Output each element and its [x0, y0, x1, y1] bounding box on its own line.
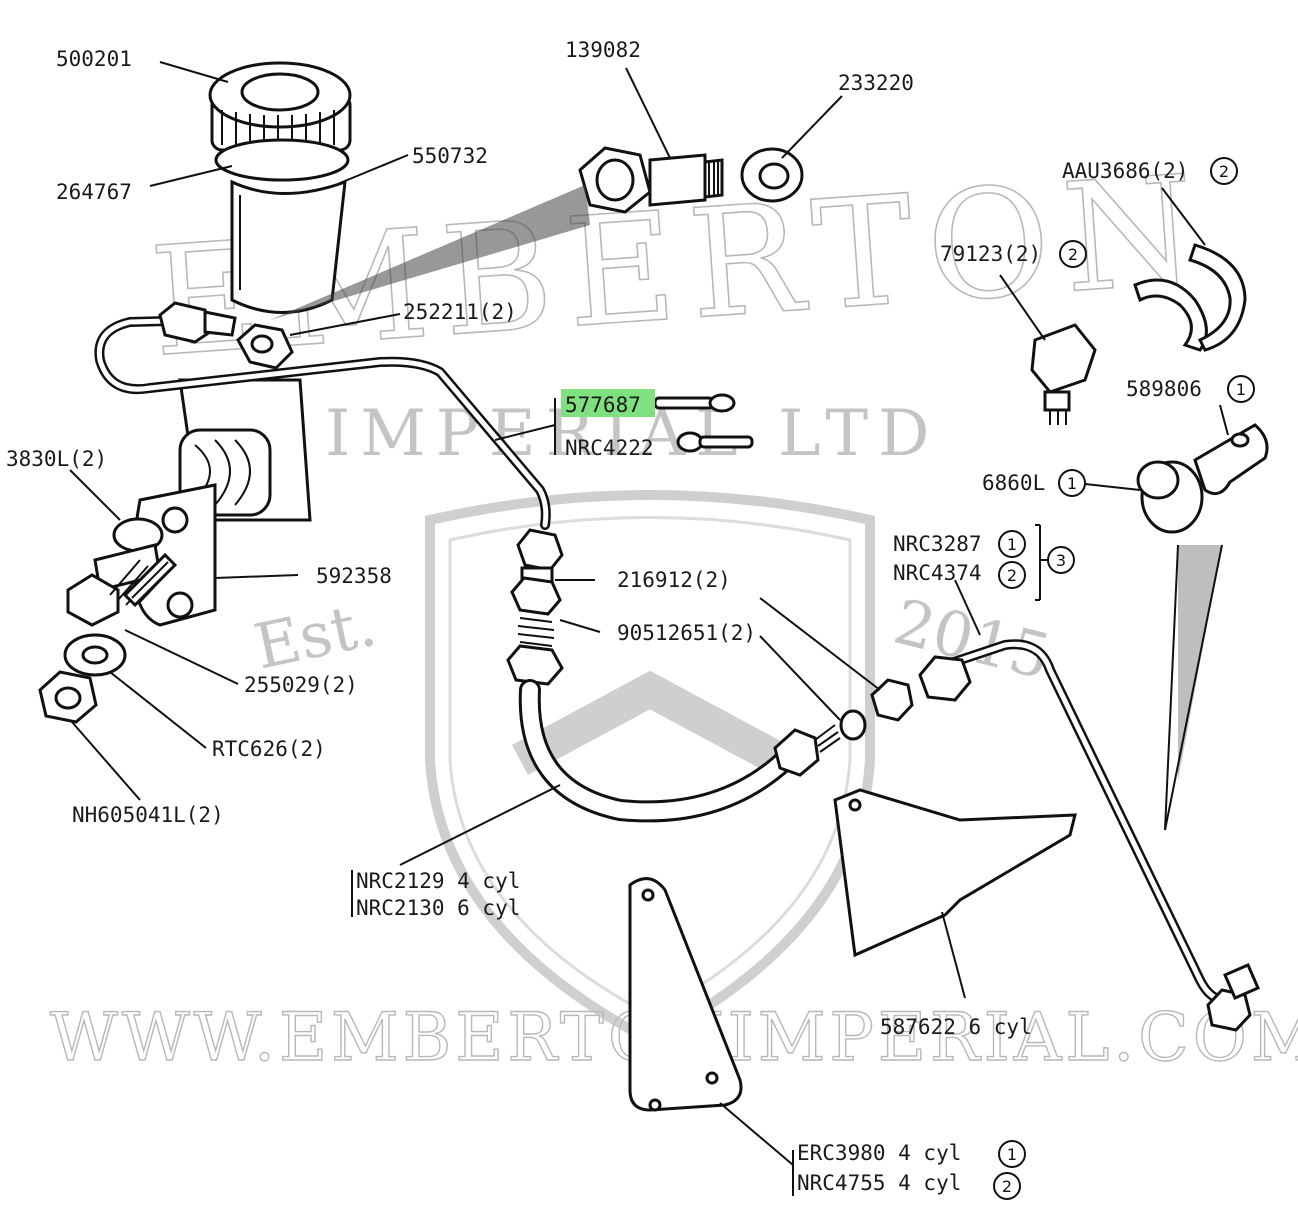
- bracket-ERC3980: [628, 877, 743, 1112]
- watermark-shield: [425, 490, 875, 1046]
- label-ERC3980-circle: 1: [1007, 1145, 1017, 1164]
- pipe-clip-NRC4222: [676, 431, 754, 453]
- bracket-587622-hole: [848, 798, 862, 812]
- clamp-AAU3686: [1133, 243, 1247, 352]
- label-NRC2129: NRC2129 4 cyl: [356, 869, 520, 893]
- label-NRC4755-circle: 2: [1002, 1177, 1012, 1196]
- master-cylinder: [131, 378, 312, 627]
- pipe-master: [94, 301, 551, 530]
- label-6860L-circle: 1: [1067, 474, 1077, 493]
- watermark-est: Est.: [248, 587, 382, 684]
- label-500201: 500201: [56, 47, 132, 71]
- label-139082: 139082: [565, 38, 641, 62]
- label-90512651: 90512651(2): [617, 621, 756, 645]
- label-NRC4755: NRC4755 4 cyl: [797, 1171, 961, 1195]
- label-252211: 252211(2): [403, 300, 517, 324]
- union-139082: [578, 146, 724, 214]
- label-233220: 233220: [838, 71, 914, 95]
- label-216912: 216912(2): [617, 568, 731, 592]
- label-NRC4374: NRC4374: [893, 561, 982, 585]
- reservoir-cap: [208, 61, 352, 152]
- leader-lines: [69, 61, 1229, 1196]
- label-255029: 255029(2): [244, 673, 358, 697]
- label-NRC2130: NRC2130 6 cyl: [356, 896, 520, 920]
- hose-fittings: [506, 528, 564, 686]
- bolt-3830L: [66, 517, 178, 627]
- label-AAU3686-circle: 2: [1219, 162, 1229, 181]
- pipe-clip-577687: [653, 393, 736, 413]
- label-264767: 264767: [56, 180, 132, 204]
- grommet-6860L: [1136, 460, 1204, 534]
- bracket-587622: [833, 788, 1077, 958]
- label-NRC3287: NRC3287: [893, 532, 982, 556]
- label-79123-circle: 2: [1068, 245, 1078, 264]
- label-589806-circle: 1: [1236, 380, 1246, 399]
- label-587622: 587622 6 cyl: [880, 1015, 1032, 1039]
- label-79123: 79123(2): [940, 242, 1041, 266]
- highlight-577687: [561, 389, 655, 417]
- label-NRC4222: NRC4222: [565, 436, 654, 460]
- washer-255029: [63, 633, 127, 677]
- label-592358: 592358: [316, 564, 392, 588]
- label-bracket-circle: 3: [1056, 551, 1066, 570]
- label-577687: 577687: [565, 393, 641, 417]
- flexible-hose: [518, 679, 867, 823]
- washer-233220: [740, 147, 804, 203]
- clip-79123: [1030, 323, 1097, 425]
- label-3830L: 3830L(2): [6, 447, 107, 471]
- watermark-year: 2015: [887, 585, 1058, 694]
- pipe-slave: [870, 639, 1260, 1032]
- label-550732: 550732: [412, 144, 488, 168]
- label-NRC3287-circle: 1: [1007, 535, 1017, 554]
- label-RTC626: RTC626(2): [212, 737, 326, 761]
- part-labels: 500201 264767 550732 139082 233220 25221…: [6, 38, 1255, 1200]
- reservoir-body: [214, 138, 350, 314]
- label-ERC3980: ERC3980 4 cyl: [797, 1141, 961, 1165]
- label-NRC4374-circle: 2: [1007, 566, 1017, 585]
- exploded-shading-1: [270, 185, 590, 320]
- clip-589806: [1193, 423, 1269, 496]
- label-NH605041L: NH605041L(2): [72, 803, 224, 827]
- nut-NH605041L: [38, 670, 98, 724]
- label-AAU3686: AAU3686(2): [1062, 159, 1188, 183]
- label-589806: 589806: [1126, 377, 1202, 401]
- label-6860L: 6860L: [982, 471, 1045, 495]
